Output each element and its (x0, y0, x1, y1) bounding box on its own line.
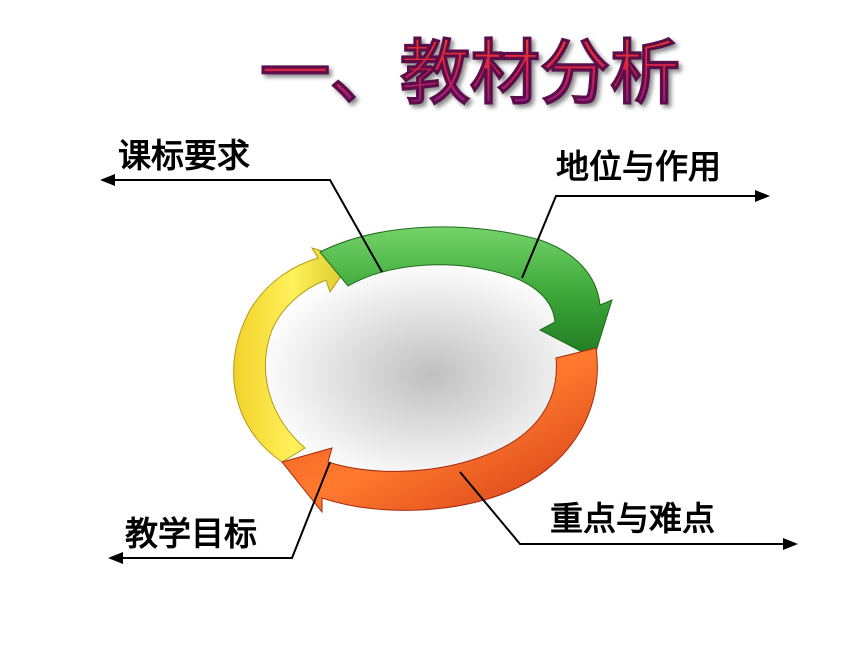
label-position: 地位与作用 (556, 147, 721, 186)
slide-title: 一、教材分析 (260, 32, 680, 114)
connector-curriculum (100, 174, 383, 273)
label-objectives: 教学目标 (125, 514, 257, 553)
connector-position (521, 190, 770, 279)
label-curriculum: 课标要求 (118, 136, 250, 175)
green-arrow (319, 226, 613, 359)
yellow-arrow (233, 247, 353, 463)
orange-arrow (281, 347, 598, 514)
ring-shadow (255, 260, 605, 490)
label-key-points: 重点与难点 (550, 499, 715, 538)
connector-objectives (108, 461, 331, 564)
connector-key-points (459, 471, 798, 550)
